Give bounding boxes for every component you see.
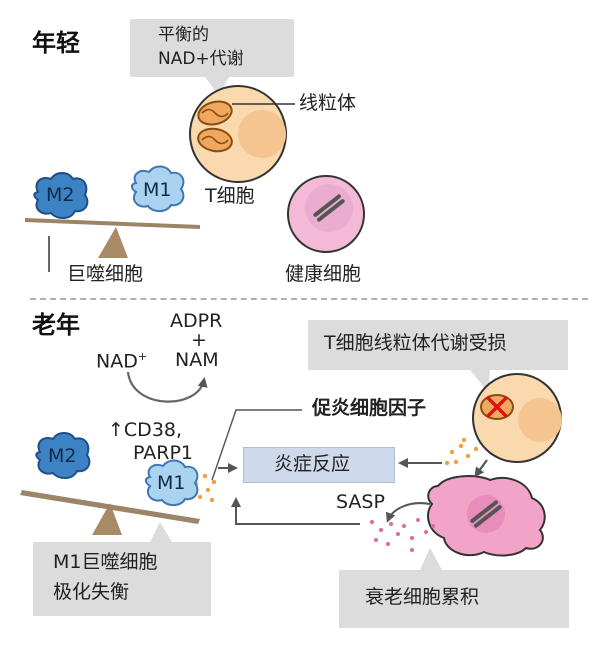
inflammation-text: 炎症反应 — [274, 453, 351, 475]
old-section-title: 老年 — [32, 311, 80, 339]
plus-label: + — [191, 329, 207, 351]
tcell-to-senescent-arrow — [474, 459, 488, 478]
cytokines-label: 促炎细胞因子 — [312, 397, 427, 419]
old-m1-macrophage-icon — [144, 459, 199, 507]
old-seesaw — [20, 490, 200, 535]
young-m2-label: M2 — [46, 184, 75, 206]
section-divider — [30, 298, 588, 300]
young-m1-macrophage-icon — [130, 165, 185, 213]
macrophage-label: 巨噬细胞 — [67, 263, 144, 285]
young-seesaw — [25, 218, 200, 258]
senescent-callout-pointer — [420, 548, 442, 570]
cd38-label: ↑CD38, — [108, 419, 183, 441]
m1-callout-pointer — [150, 522, 172, 542]
adpr-label: ADPR — [170, 310, 223, 332]
sasp-dots — [370, 518, 435, 552]
m1-imbalance-callout: M1巨噬细胞 极化失衡 — [33, 542, 211, 616]
nad-cycle-arrow — [126, 371, 208, 403]
cytokine-pointer-line — [211, 409, 302, 481]
senescent-cell-icon — [427, 475, 546, 557]
inflammation-box: 炎症反应 — [243, 447, 395, 483]
tcell-impaired-text: T细胞线粒体代谢受损 — [324, 332, 507, 354]
nam-label: NAM — [175, 349, 219, 371]
young-illustration — [25, 77, 365, 272]
old-m2-macrophage-icon — [35, 432, 91, 479]
t-cell-label: T细胞 — [205, 185, 255, 207]
mitochondria-label: 线粒体 — [299, 92, 357, 114]
young-section-title: 年轻 — [32, 29, 80, 57]
balanced-nad-callout: 平衡的 NAD+代谢 — [130, 19, 294, 77]
m1-imbalance-line-2: 极化失衡 — [53, 581, 130, 603]
young-m2-macrophage-icon — [33, 172, 89, 219]
old-m2-label: M2 — [48, 445, 77, 467]
senescent-callout: 衰老细胞累积 — [339, 570, 569, 628]
damaged-t-cell-icon — [472, 373, 562, 463]
tcell-impaired-callout: T细胞线粒体代谢受损 — [308, 320, 568, 370]
young-m1-label: M1 — [143, 179, 172, 201]
healthy-cell-icon — [287, 175, 365, 253]
healthy-cell-label: 健康细胞 — [285, 263, 362, 285]
cytokine-dots-tcell — [444, 437, 479, 466]
nad-label: NAD+ — [96, 350, 148, 373]
sasp-to-m1-arrow — [231, 497, 360, 525]
callout-line-2: NAD+代谢 — [158, 49, 244, 69]
m1-imbalance-line-1: M1巨噬细胞 — [53, 551, 158, 573]
nad-superscript: + — [137, 350, 148, 363]
sasp-label: SASP — [336, 491, 385, 513]
t-cell-icon — [189, 85, 295, 183]
callout-pointer — [205, 77, 229, 96]
old-m1-label: M1 — [157, 472, 186, 494]
callout-line-1: 平衡的 — [158, 25, 209, 45]
senescent-text: 衰老细胞累积 — [365, 586, 480, 608]
parp1-label: PARP1 — [133, 442, 193, 464]
senescent-to-sasp-arrow — [385, 502, 431, 523]
